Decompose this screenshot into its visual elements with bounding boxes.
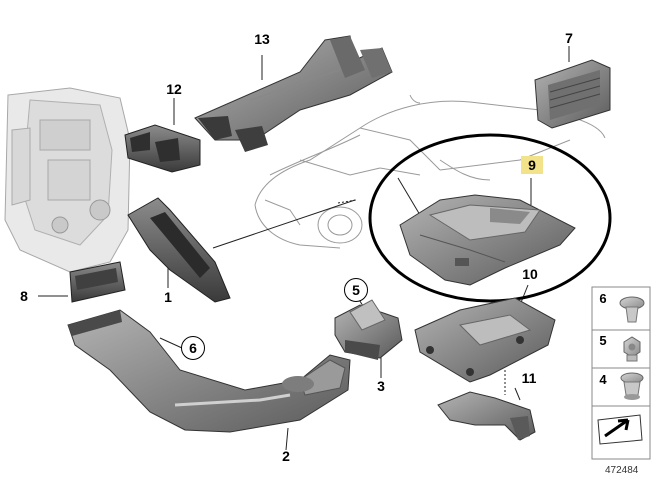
callout-6-circled: 6 bbox=[181, 336, 205, 360]
push-rivet-icon bbox=[619, 296, 645, 323]
part-10-plate bbox=[414, 297, 556, 383]
callout-10: 10 bbox=[522, 266, 538, 282]
callout-12: 12 bbox=[166, 81, 182, 97]
callout-13: 13 bbox=[254, 31, 270, 47]
legend-number-4: 4 bbox=[599, 372, 607, 387]
expanding-clip-icon bbox=[620, 372, 644, 400]
callout-2: 2 bbox=[282, 448, 290, 464]
callout-5-circled: 5 bbox=[344, 278, 368, 302]
fastener-legend bbox=[591, 286, 651, 460]
callout-8: 8 bbox=[20, 288, 28, 304]
part-13-duct bbox=[194, 35, 393, 152]
part-8-vent bbox=[69, 261, 126, 303]
part-3-bracket bbox=[334, 299, 403, 360]
legend-number-6: 6 bbox=[599, 291, 607, 306]
part-1-channel bbox=[127, 197, 231, 303]
part-7-vent bbox=[534, 59, 611, 129]
part-2-floor-duct bbox=[67, 309, 351, 433]
callout-7: 7 bbox=[565, 30, 573, 46]
hex-nut-icon bbox=[623, 336, 641, 362]
callout-11: 11 bbox=[521, 370, 537, 386]
hvac-housing bbox=[4, 87, 131, 273]
legend-number-5: 5 bbox=[599, 333, 607, 348]
part-12-duct bbox=[124, 124, 201, 173]
callout-9-highlighted: 9 bbox=[521, 156, 543, 174]
callout-1: 1 bbox=[164, 289, 172, 305]
arrow-reference-icon bbox=[597, 414, 643, 445]
part-11-clip bbox=[437, 391, 536, 441]
callout-3: 3 bbox=[377, 378, 385, 394]
highlight-ellipse bbox=[368, 133, 612, 303]
part-9-footwell-cover bbox=[399, 194, 576, 286]
diagram-id: 472484 bbox=[605, 465, 639, 476]
